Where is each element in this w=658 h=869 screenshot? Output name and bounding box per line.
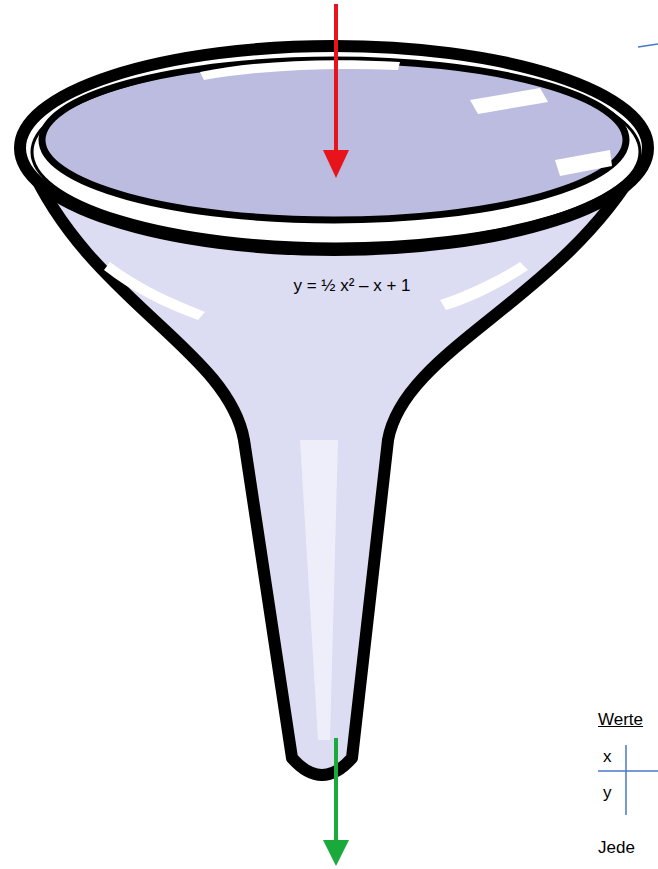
input-arrow [323,4,349,178]
funnel-node: y = ½ x² – x + 1 [0,0,658,800]
rim-sketch [32,60,640,244]
table-rule [625,745,627,815]
output-arrow [323,738,349,866]
body-highlight [440,262,528,310]
body-highlight [104,262,205,320]
table-cell: x [603,747,612,767]
table-heading: Werte [598,710,643,730]
surface-highlight [200,60,400,80]
margin-line [638,44,658,47]
formula-text: y = ½ x² – x + 1 [293,276,410,296]
table-cell: Jede [598,838,635,858]
surface-highlight [470,88,548,114]
arrow-head [323,150,349,178]
arrow-head [323,840,349,866]
arrow-shaft [334,4,338,156]
arrow-shaft [334,738,338,846]
spout-highlight [300,440,338,740]
table-rule [598,770,658,772]
funnel-body [30,165,638,775]
surface-highlight [555,150,612,176]
table-cell: y [603,783,612,803]
funnel-outline [0,0,658,800]
funnel-rim [20,46,648,250]
